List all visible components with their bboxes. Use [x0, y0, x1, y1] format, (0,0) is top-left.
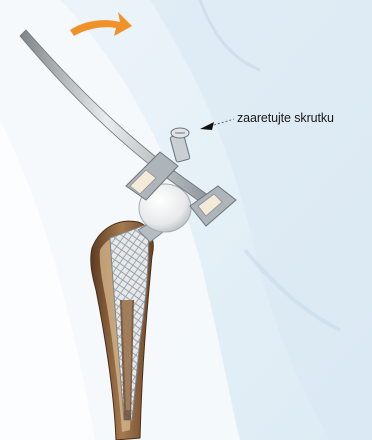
callout-label: zaaretujte skrutku: [237, 111, 334, 125]
